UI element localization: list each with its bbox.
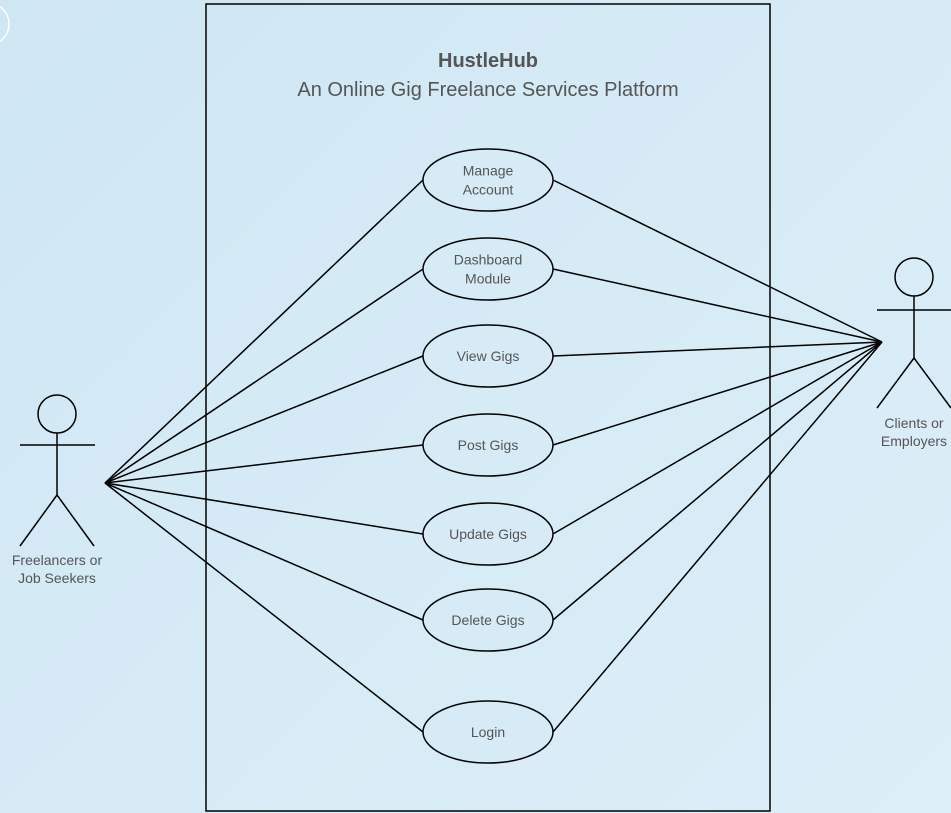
association-line-freelancer-post-gigs bbox=[104, 444, 424, 484]
use-case-label: Account bbox=[463, 182, 514, 198]
actor-clients[interactable]: Clients or Employers bbox=[876, 257, 951, 449]
association-line-client-dashboard-module bbox=[552, 268, 883, 343]
associations bbox=[104, 179, 883, 733]
use-case-ellipse bbox=[422, 237, 554, 301]
actor-right-leg bbox=[913, 357, 951, 409]
corner-circle-decoration bbox=[0, 5, 10, 43]
association-line-client-post-gigs bbox=[552, 341, 883, 446]
association-line-client-manage-account bbox=[552, 179, 883, 343]
use-case-ellipse bbox=[422, 700, 554, 764]
use-case-label: Delete Gigs bbox=[451, 612, 524, 628]
actor-label-line-1: Freelancers or bbox=[12, 552, 103, 568]
actor-head bbox=[37, 394, 77, 434]
association-line-client-login bbox=[552, 341, 883, 733]
association-line-freelancer-login bbox=[104, 482, 424, 733]
use-case-update-gigs[interactable]: Update Gigs bbox=[422, 502, 554, 566]
use-case-ellipse bbox=[422, 502, 554, 566]
use-case-view-gigs[interactable]: View Gigs bbox=[422, 324, 554, 388]
use-case-delete-gigs[interactable]: Delete Gigs bbox=[422, 588, 554, 652]
actor-left-leg bbox=[19, 494, 58, 547]
use-case-label: Module bbox=[465, 271, 511, 287]
use-case-ellipse bbox=[422, 413, 554, 477]
actor-label-line-1: Clients or bbox=[884, 415, 943, 431]
use-case-ellipse bbox=[422, 148, 554, 212]
actor-left-leg bbox=[876, 357, 915, 409]
association-line-client-delete-gigs bbox=[552, 341, 883, 621]
association-line-freelancer-dashboard-module bbox=[104, 268, 424, 484]
use-case-login[interactable]: Login bbox=[422, 700, 554, 764]
use-case-label: Login bbox=[471, 724, 505, 740]
use-case-label: View Gigs bbox=[457, 348, 520, 364]
use-case-label: Manage bbox=[463, 163, 514, 179]
use-case-ellipse bbox=[422, 324, 554, 388]
system-title: HustleHub bbox=[438, 50, 538, 72]
actor-label-line-2: Employers bbox=[881, 433, 947, 449]
association-line-freelancer-view-gigs bbox=[104, 355, 424, 484]
association-line-client-view-gigs bbox=[552, 341, 883, 357]
actor-freelancers[interactable]: Freelancers or Job Seekers bbox=[12, 394, 103, 586]
use-case-label: Dashboard bbox=[454, 252, 523, 268]
system-subtitle: An Online Gig Freelance Services Platfor… bbox=[297, 79, 678, 101]
use-case-ellipse bbox=[422, 588, 554, 652]
association-line-freelancer-manage-account bbox=[104, 179, 424, 484]
use-case-label: Update Gigs bbox=[449, 526, 527, 542]
use-case-post-gigs[interactable]: Post Gigs bbox=[422, 413, 554, 477]
association-line-client-update-gigs bbox=[552, 341, 883, 535]
system-boundary bbox=[205, 3, 771, 812]
association-line-freelancer-delete-gigs bbox=[104, 482, 424, 621]
use-case-label: Post Gigs bbox=[458, 437, 519, 453]
association-line-freelancer-update-gigs bbox=[104, 482, 424, 535]
actor-label-line-2: Job Seekers bbox=[18, 570, 96, 586]
actor-right-leg bbox=[56, 494, 95, 547]
actor-head bbox=[894, 257, 934, 297]
